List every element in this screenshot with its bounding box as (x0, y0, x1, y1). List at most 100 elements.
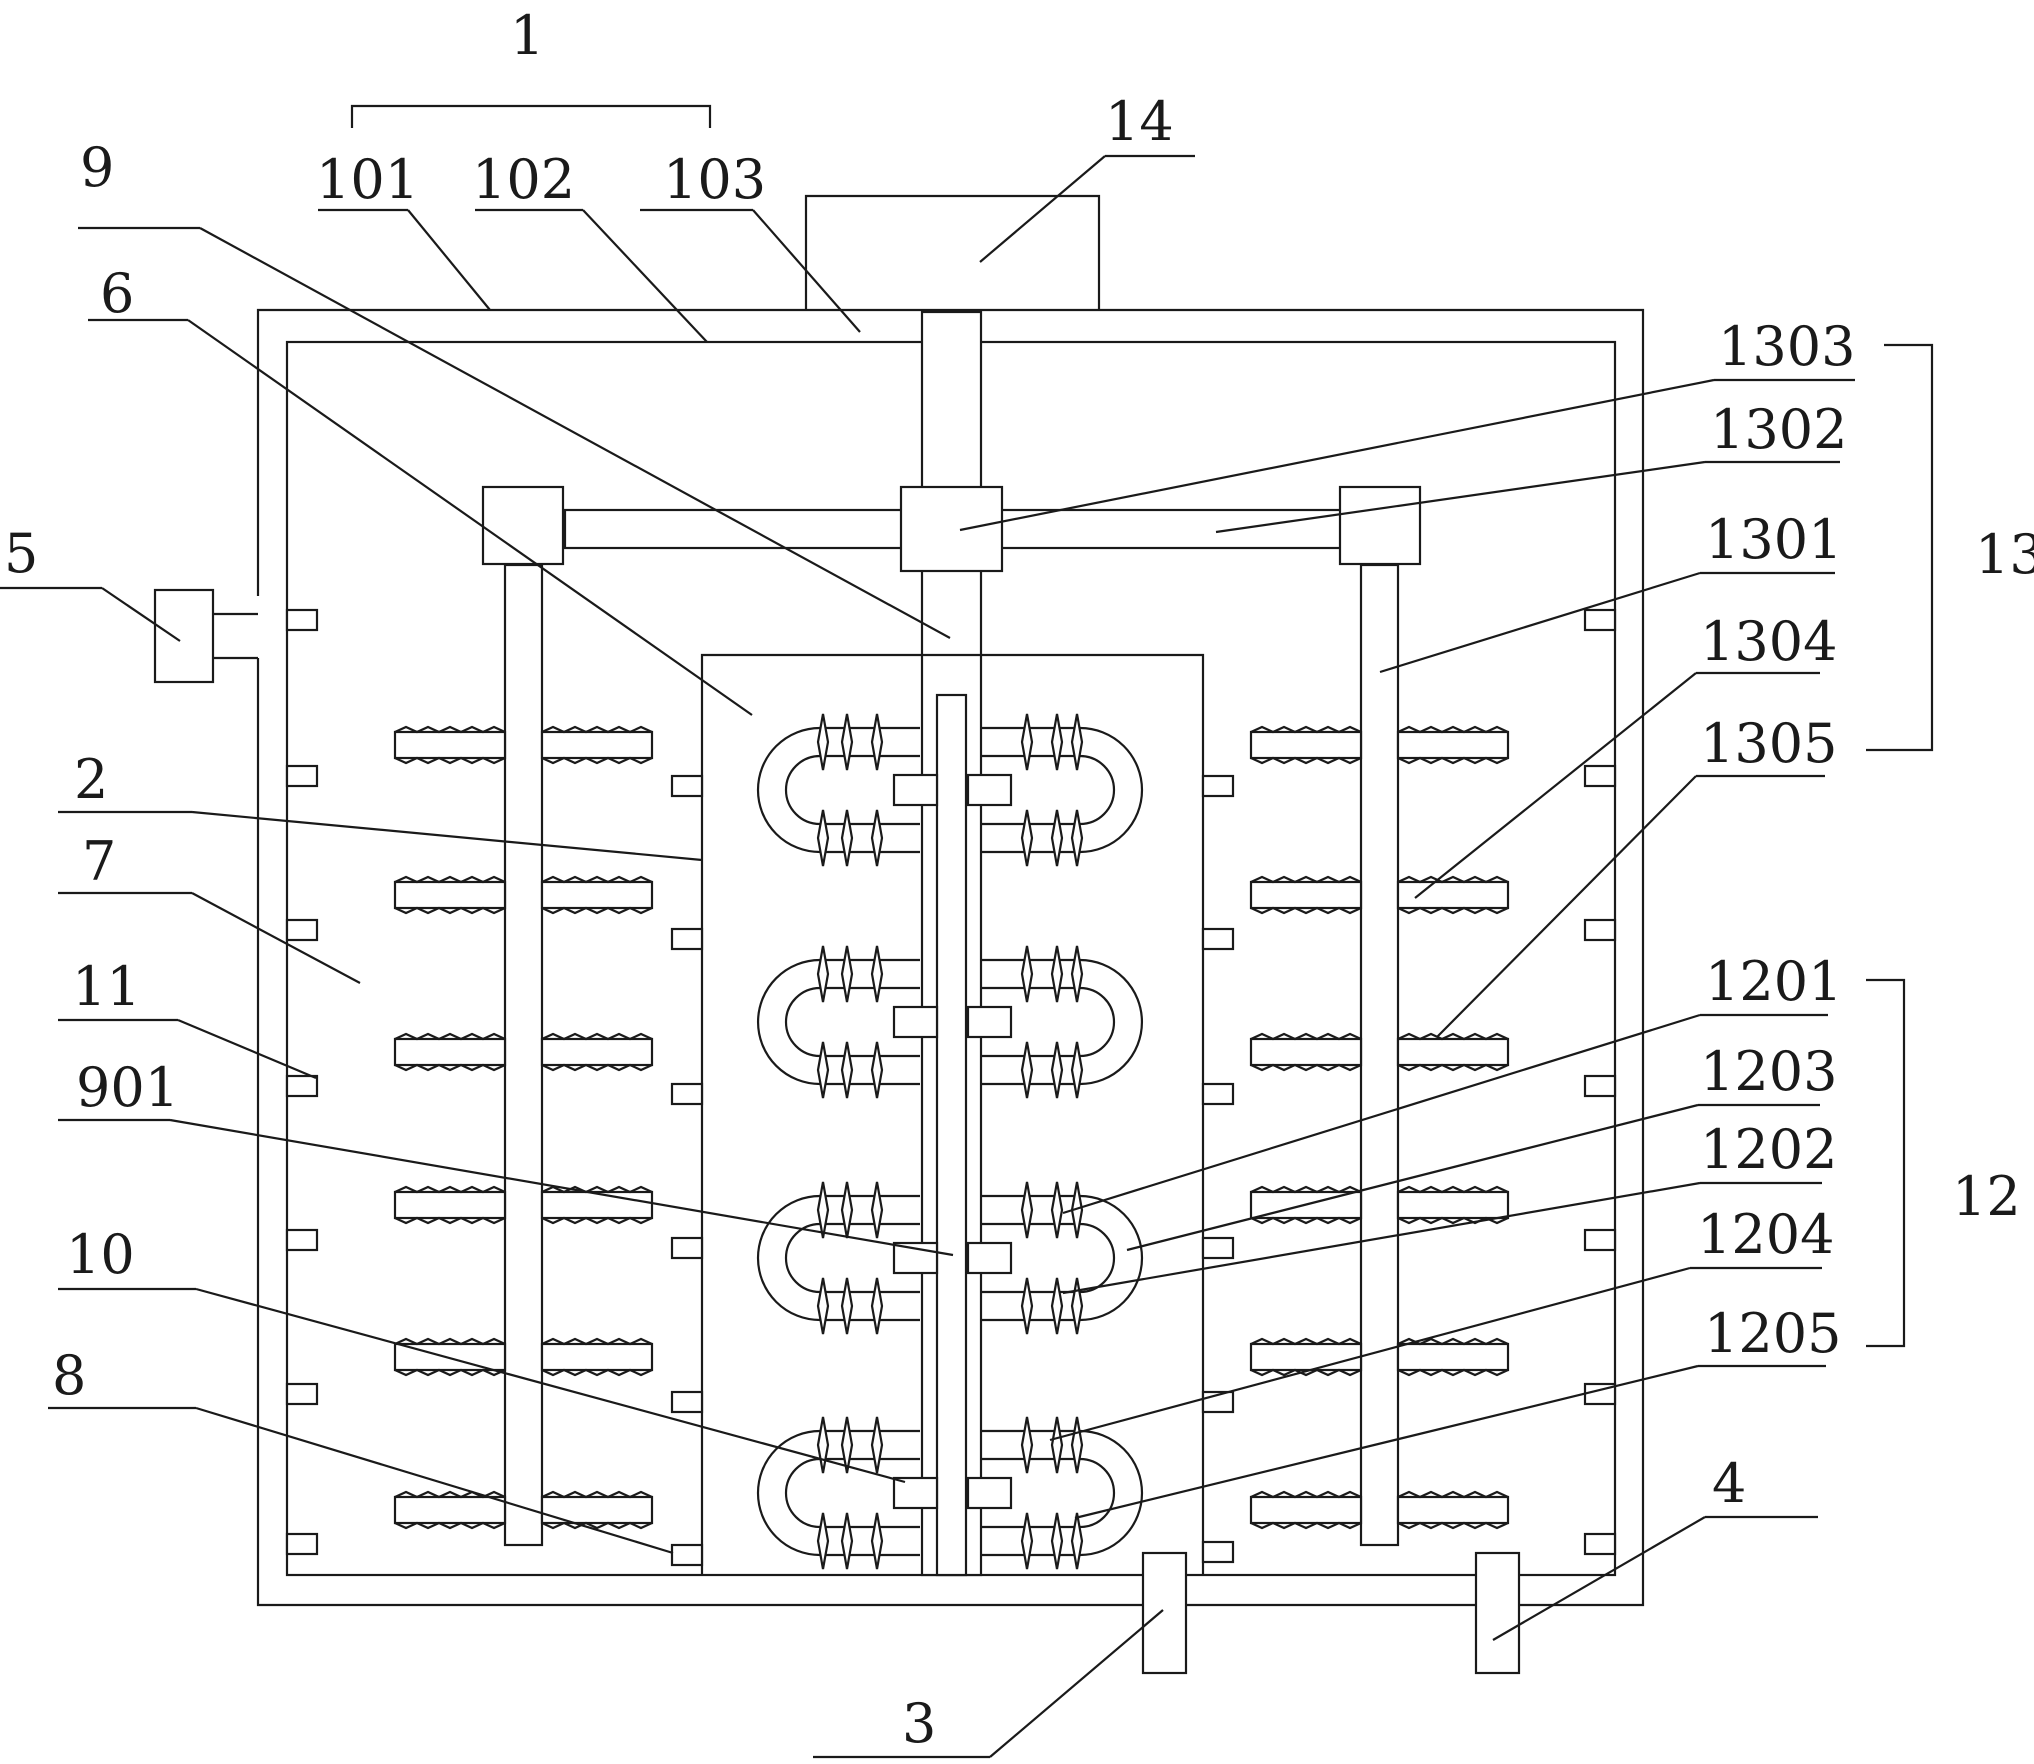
bracket-13 (1866, 343, 1934, 752)
right-scraper-blade (1396, 1185, 1510, 1225)
leader-1303 (959, 378, 1715, 532)
label-13: 13 (1975, 523, 2034, 586)
reference-numerals: 1 101 102 103 14 9 6 5 2 7 11 901 10 8 3… (4, 4, 2034, 1755)
left-scraper-blade (393, 1185, 507, 1225)
leader-14 (979, 155, 1106, 263)
leader-7 (191, 892, 361, 984)
left-scraper-blade (540, 1490, 654, 1530)
right-scraper-blade (1249, 1337, 1363, 1377)
label-102: 102 (472, 148, 575, 211)
housing-nozzle (285, 1532, 319, 1556)
left-scraper-blade (393, 1490, 507, 1530)
right-scraper-blade (1249, 725, 1363, 765)
left-scraper-blade (393, 1032, 507, 1072)
leader-1205 (1074, 1364, 1699, 1520)
outlet-valve-4 (1474, 1551, 1521, 1675)
drum-nozzle (1201, 774, 1235, 798)
tube-mount-block (892, 1241, 939, 1275)
housing-nozzle (1583, 1074, 1617, 1098)
left-u-tube (756, 1181, 920, 1335)
inner-shaft (935, 693, 968, 1577)
u-tube-group (756, 713, 1144, 1570)
drum-nozzle (670, 1543, 704, 1567)
left-stirring-rod (503, 563, 544, 1547)
housing-nozzle (285, 764, 319, 788)
inlet-valve (153, 588, 215, 684)
label-10: 10 (66, 1223, 135, 1286)
label-1204: 1204 (1697, 1203, 1834, 1266)
label-1202: 1202 (1700, 1118, 1837, 1181)
label-2: 2 (74, 748, 108, 811)
label-101: 101 (316, 148, 419, 211)
leader-1305 (1436, 775, 1697, 1038)
right-scraper-blade (1396, 875, 1510, 915)
left-u-tube (756, 945, 920, 1099)
label-1205: 1205 (1704, 1302, 1841, 1365)
drum-nozzle (670, 774, 704, 798)
tube-mount-block (892, 1005, 939, 1039)
nozzle-group (285, 608, 1617, 1567)
housing-nozzle (285, 1228, 319, 1252)
label-14: 14 (1105, 90, 1174, 153)
drum-nozzle (1201, 927, 1235, 951)
left-scraper-blade (393, 725, 507, 765)
stirring-frame (481, 310, 1422, 1577)
leader-6 (187, 319, 753, 716)
outlet-valve-3 (1141, 1551, 1188, 1675)
left-scraper-blade (540, 1337, 654, 1377)
housing-nozzle (1583, 1228, 1617, 1252)
bracket-12 (1866, 978, 1906, 1348)
left-u-tube (756, 713, 920, 867)
right-scraper-blade (1249, 875, 1363, 915)
leader-102 (582, 209, 708, 343)
left-scraper-blade (540, 875, 654, 915)
housing-nozzle (285, 1074, 319, 1098)
label-901: 901 (76, 1056, 179, 1119)
label-5: 5 (4, 522, 38, 585)
label-12: 12 (1952, 1165, 2021, 1228)
tube-mount-block (966, 773, 1013, 807)
tube-mount-block (892, 773, 939, 807)
motor-box (804, 194, 1101, 310)
label-8: 8 (52, 1344, 86, 1407)
center-connector-block (899, 485, 1004, 573)
left-u-tube (756, 1416, 920, 1570)
label-7: 7 (82, 830, 116, 893)
label-9: 9 (80, 136, 114, 199)
label-4: 4 (1712, 1452, 1746, 1515)
label-1303: 1303 (1718, 315, 1855, 378)
leader-1301 (1379, 571, 1701, 674)
leader-1202 (1062, 1181, 1701, 1295)
label-3: 3 (902, 1692, 936, 1755)
right-scraper-blade (1249, 1490, 1363, 1530)
label-11: 11 (72, 955, 141, 1018)
right-u-tube (980, 1416, 1144, 1570)
drum-nozzle (670, 927, 704, 951)
drum-nozzle (670, 1082, 704, 1106)
leader-103 (752, 209, 861, 333)
tube-mount-block (966, 1241, 1013, 1275)
leader-1203 (1126, 1103, 1699, 1252)
leader-901 (169, 1118, 954, 1257)
leader-5 (101, 587, 181, 642)
left-scraper-blade (540, 725, 654, 765)
drum-nozzle (670, 1390, 704, 1414)
housing (153, 194, 1645, 1675)
leader-9 (199, 227, 951, 639)
label-1201: 1201 (1705, 950, 1842, 1013)
right-scraper-blade (1396, 725, 1510, 765)
scraper-group (393, 725, 1510, 1530)
right-connector-block (1338, 485, 1422, 566)
label-6: 6 (100, 262, 134, 325)
inner-drum-wall (700, 653, 1205, 1575)
leader-lines (0, 104, 1934, 1759)
right-scraper-blade (1249, 1032, 1363, 1072)
label-1304: 1304 (1700, 610, 1837, 673)
bracket-1 (350, 104, 712, 128)
leader-11 (177, 1018, 317, 1080)
left-scraper-blade (540, 1185, 654, 1225)
leader-1304 (1414, 672, 1697, 899)
housing-nozzle (285, 1382, 319, 1406)
